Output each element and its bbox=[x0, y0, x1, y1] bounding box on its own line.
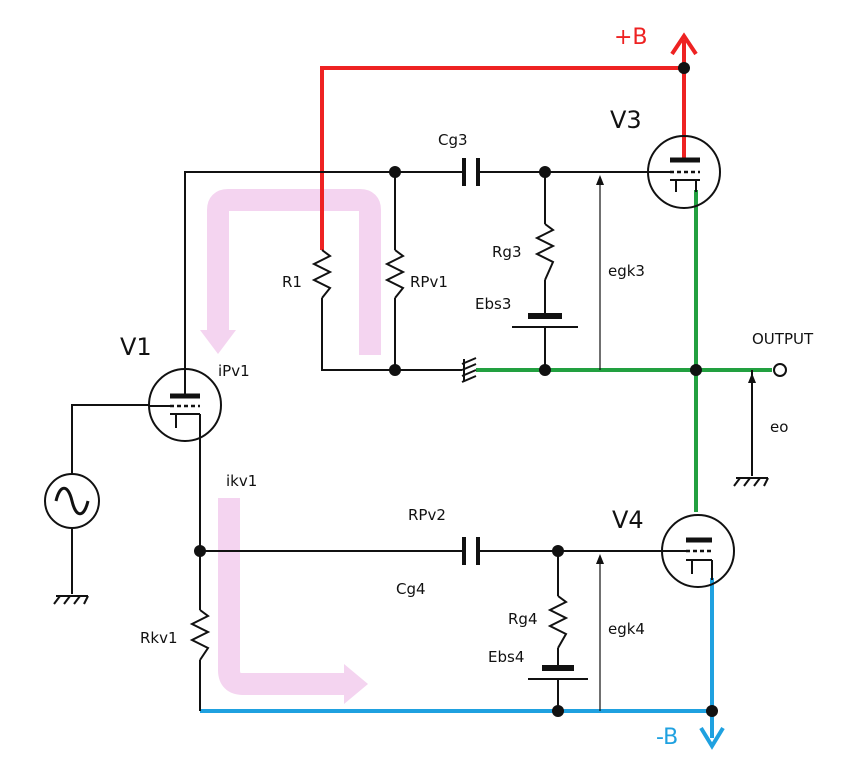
terminal-hatch-icon bbox=[461, 357, 477, 383]
resistor-rg4: Rg4 bbox=[508, 595, 569, 649]
negative-rail: -B bbox=[200, 578, 725, 750]
voltage-egk4: egk4 bbox=[596, 554, 645, 711]
current-ikv1-label: ikv1 bbox=[226, 472, 257, 490]
ac-source-icon bbox=[44, 473, 100, 529]
resistor-rg4-label: Rg4 bbox=[508, 610, 538, 628]
tube-v4: V4 bbox=[612, 506, 735, 588]
resistor-rpv2-label: RPv2 bbox=[408, 506, 446, 524]
voltage-egk3-label: egk3 bbox=[608, 262, 645, 280]
ipv1-flow-arrow bbox=[200, 189, 381, 355]
positive-rail: +B bbox=[320, 25, 698, 250]
battery-ebs4: Ebs4 bbox=[488, 648, 588, 680]
output-terminal: OUTPUT bbox=[752, 330, 814, 377]
current-ipv1-label: iPv1 bbox=[218, 362, 250, 380]
junction-dots bbox=[194, 166, 718, 717]
ground-icon bbox=[53, 595, 89, 605]
positive-rail-label: +B bbox=[614, 25, 648, 50]
capacitor-cg3: Cg3 bbox=[438, 131, 480, 186]
voltage-egk3: egk3 bbox=[596, 175, 645, 370]
tube-v3: V3 bbox=[610, 106, 721, 209]
capacitor-cg3-label: Cg3 bbox=[438, 131, 468, 149]
resistor-rkv1-label: Rkv1 bbox=[140, 629, 178, 647]
voltage-eo: eo bbox=[748, 373, 788, 476]
capacitor-cg4-label: Cg4 bbox=[396, 580, 426, 598]
output-bus bbox=[476, 190, 772, 512]
resistor-rkv1: Rkv1 bbox=[140, 609, 211, 661]
tube-v3-label: V3 bbox=[610, 106, 642, 134]
voltage-egk4-label: egk4 bbox=[608, 620, 645, 638]
capacitor-cg4: Cg4 RPv2 bbox=[396, 506, 480, 598]
resistor-rpv1-label: RPv1 bbox=[410, 273, 448, 291]
ikv1-flow-arrow bbox=[218, 498, 368, 704]
battery-ebs4-label: Ebs4 bbox=[488, 648, 524, 666]
battery-ebs3: Ebs3 bbox=[475, 295, 578, 328]
voltage-eo-label: eo bbox=[770, 418, 788, 436]
resistor-r1-label: R1 bbox=[282, 273, 302, 291]
tube-v4-label: V4 bbox=[612, 506, 644, 534]
tube-v1: V1 bbox=[120, 333, 222, 442]
battery-ebs3-label: Ebs3 bbox=[475, 295, 511, 313]
negative-rail-label: -B bbox=[656, 725, 678, 750]
resistor-rg3-label: Rg3 bbox=[492, 243, 522, 261]
resistor-rg3: Rg3 bbox=[492, 223, 556, 281]
tube-v1-label: V1 bbox=[120, 333, 152, 361]
output-label: OUTPUT bbox=[752, 330, 814, 348]
resistor-r1: R1 bbox=[282, 249, 333, 299]
resistor-rpv1: RPv1 bbox=[384, 249, 448, 299]
ground-icon bbox=[733, 477, 769, 487]
wiring bbox=[71, 171, 753, 711]
